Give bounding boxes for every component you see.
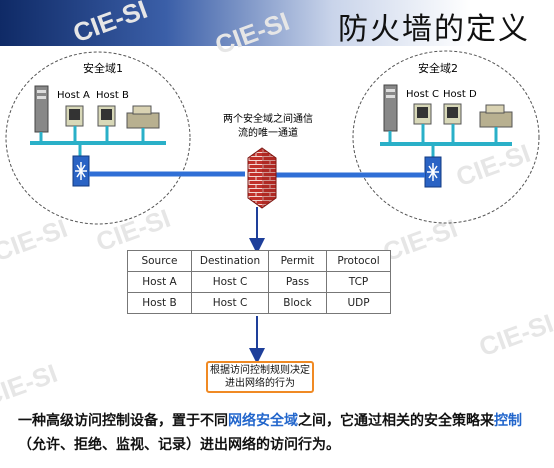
column-header: Permit (268, 250, 327, 272)
host-d-label: Host D (443, 89, 477, 100)
table-row: Host A Host C Pass TCP (127, 271, 391, 293)
zone-1-label: 安全域1 (83, 62, 123, 75)
definition-text: 一种高级访问控制设备，置于不同 (18, 413, 228, 429)
column-header: Source (127, 250, 192, 272)
column-header: Destination (191, 250, 269, 272)
host-a-icon (65, 105, 84, 143)
host-a-label: Host A (57, 90, 90, 101)
definition-text: 之间，它通过相关的安全策略来 (298, 413, 494, 429)
table-header-row: Source Destination Permit Protocol (127, 250, 391, 272)
column-header: Protocol (326, 250, 391, 272)
security-zone-1 (5, 51, 191, 225)
host-d-icon (443, 103, 462, 144)
printer-icon (126, 105, 160, 143)
definition-text: （允许、拒绝、监视、记录）进出网络的访问行为。 (18, 437, 340, 453)
access-rules-table: Source Destination Permit Protocol Host … (127, 250, 391, 314)
channel-note: 两个安全域之间通信流的唯一通道 (223, 114, 313, 139)
table-cell: Host A (127, 271, 192, 293)
host-b-icon (97, 105, 116, 143)
slide-title: 防火墙的定义 (338, 12, 530, 47)
server-icon (383, 84, 398, 144)
router-icon (424, 144, 442, 188)
printer-icon (479, 104, 513, 144)
definition-highlight: 网络安全域 (228, 413, 298, 429)
zone-2-label: 安全域2 (418, 62, 458, 75)
firewall-icon (247, 147, 277, 209)
security-zone-2 (352, 50, 540, 224)
server-icon (34, 85, 49, 143)
table-cell: UDP (326, 292, 391, 314)
table-cell: Pass (268, 271, 327, 293)
definition-highlight: 控制 (494, 413, 522, 429)
firewall-definition: 一种高级访问控制设备，置于不同网络安全域之间，它通过相关的安全策略来控制 （允许、… (18, 409, 543, 457)
table-cell: Block (268, 292, 327, 314)
router-icon (72, 143, 90, 187)
host-b-label: Host B (96, 90, 129, 101)
host-c-label: Host C (406, 89, 439, 100)
table-row: Host B Host C Block UDP (127, 292, 391, 314)
table-cell: Host C (191, 271, 269, 293)
table-cell: Host B (127, 292, 192, 314)
header-bar (0, 0, 554, 46)
table-cell: TCP (326, 271, 391, 293)
host-c-icon (413, 103, 432, 144)
table-cell: Host C (191, 292, 269, 314)
rule-callout: 根据访问控制规则决定进出网络的行为 (206, 361, 314, 393)
